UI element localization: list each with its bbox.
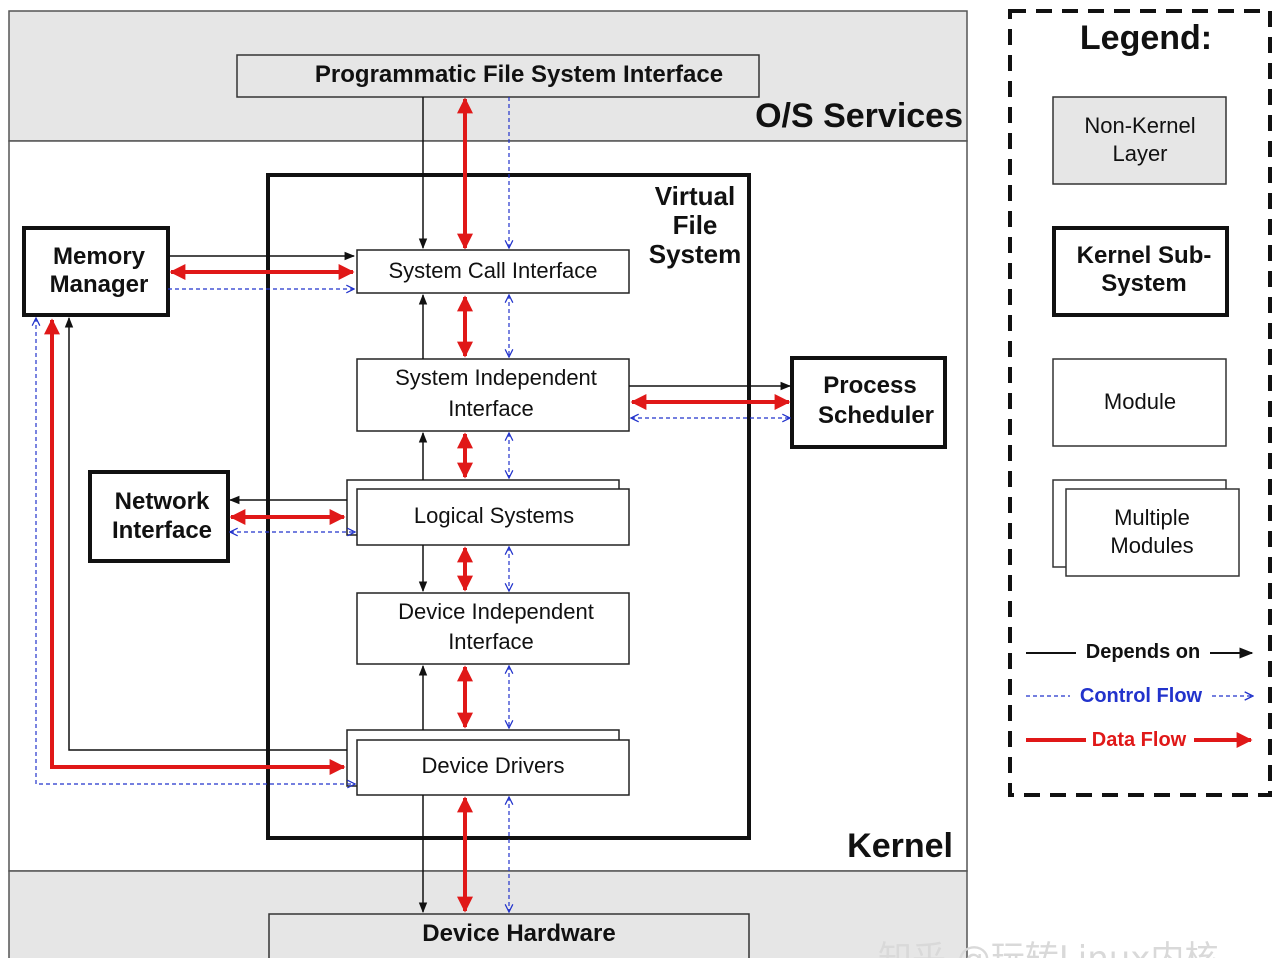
logical-systems-module [356,488,630,546]
logical-systems-label: Logical Systems [414,503,574,528]
vfs-title-line1: Virtual [655,181,735,211]
legend-multiple-label-2: Modules [1110,533,1193,558]
device-hardware-box [268,913,750,958]
legend-multiple-swatch [1065,488,1240,577]
legend-kernel-sub-label-1: Kernel Sub- [1077,242,1212,269]
device-hardware-label: Device Hardware [422,920,615,947]
process-scheduler-subsystem [790,356,947,449]
device-independent-label-1: Device Independent [398,599,594,624]
control-flow-arrow [36,318,355,784]
system-independent-interface-module [356,358,630,432]
legend-depends-on-label: Depends on [1086,641,1200,663]
device-drivers-module [356,739,630,796]
device-drivers-label: Device Drivers [421,753,564,778]
process-scheduler-label-1: Process [823,372,916,399]
legend-kernel-sub-swatch [1052,226,1229,317]
memory-manager-subsystem [22,226,170,317]
device-independent-interface-module [356,592,630,665]
device-independent-label-2: Interface [448,629,534,654]
vfs-title-line3: System [649,239,742,269]
network-interface-label-1: Network [115,488,210,515]
legend-module-label: Module [1104,389,1176,414]
memory-manager-arrows [36,251,355,784]
system-independent-label-2: Interface [448,396,534,421]
process-scheduler-label-2: Scheduler [818,402,934,429]
legend-non-kernel-label-2: Layer [1112,141,1167,166]
process-scheduler-arrows [629,381,792,418]
programmatic-fs-interface-box [236,54,760,98]
programmatic-fs-interface-label: Programmatic File System Interface [315,61,723,88]
vfs-title-line2: File [673,210,718,240]
network-interface-arrows [228,495,355,532]
memory-manager-label-2: Manager [50,271,149,298]
legend-non-kernel-swatch [1052,96,1227,185]
network-interface-label-2: Interface [112,517,212,544]
legend-non-kernel-label-1: Non-Kernel [1084,113,1195,138]
system-call-interface-module [356,249,630,294]
os-services-label: O/S Services [755,97,963,135]
system-independent-label-1: System Independent [395,365,597,390]
kernel-label: Kernel [847,827,953,865]
legend-control-flow-label: Control Flow [1080,685,1203,707]
legend-kernel-sub-label-2: System [1101,270,1186,297]
legend-title: Legend: [1080,19,1212,57]
memory-manager-label-1: Memory [53,243,146,270]
legend-data-flow-label: Data Flow [1092,729,1187,751]
legend-multiple-label-1: Multiple [1114,505,1190,530]
system-call-interface-label: System Call Interface [388,258,597,283]
legend-module-swatch [1052,358,1227,447]
watermark-text: 知乎 @玩转Linux内核 [878,939,1218,958]
vfs-vertical-arrows [418,97,509,914]
